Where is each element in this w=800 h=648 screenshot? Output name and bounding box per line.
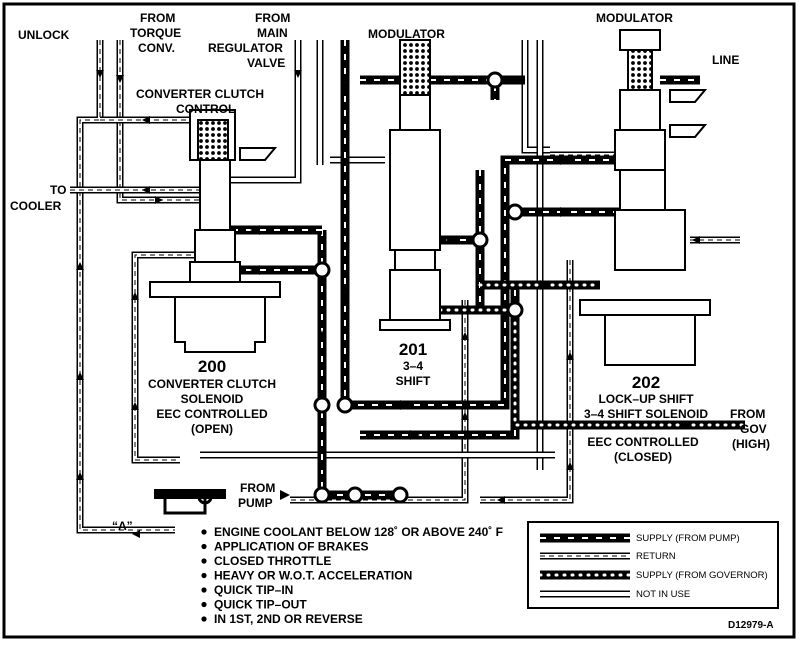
legend-label-2: SUPPLY (FROM GOVERNOR) [636,570,768,581]
condition-bullet [201,587,207,593]
label-ccc-2: CONTROL [176,102,235,116]
label-from-gov-3: (HIGH) [732,437,770,451]
label-from-main-4: VALVE [247,56,285,70]
label-unlock: UNLOCK [18,28,70,42]
conditions-list: ENGINE COOLANT BELOW 128˚ OR ABOVE 240˚ … [201,525,503,626]
legend: SUPPLY (FROM PUMP) RETURN SUPPLY (FROM G… [527,521,779,609]
condition-bullet [201,616,207,622]
label-from-main-3: REGULATOR [208,41,283,55]
text-labels: UNLOCK FROM TORQUE CONV. FROM MAIN REGUL… [10,11,774,631]
label-point-a: “A” [112,519,133,533]
caption-201: 201 3–4 SHIFT [396,340,431,388]
figure-id: D12979-A [728,620,774,631]
component-200-line3: EEC CONTROLLED [156,407,268,421]
component-202-line2: 3–4 SHIFT SOLENOID [584,407,708,421]
condition-bullet [201,601,207,608]
label-modulator-left: MODULATOR [368,27,445,41]
legend-label-1: RETURN [636,551,676,562]
label-ccc-1: CONVERTER CLUTCH [136,87,264,101]
component-200-line4: (OPEN) [191,422,233,436]
label-to-cooler-1: TO [50,183,66,197]
component-201-number: 201 [399,340,427,359]
legend-label-0: SUPPLY (FROM PUMP) [636,533,740,544]
component-201-line2: SHIFT [396,374,431,388]
condition-bullet [201,543,207,550]
component-200-line2: SOLENOID [181,392,244,406]
legend-label-3: NOT IN USE [636,589,690,600]
condition-bullet [201,529,207,535]
caption-200: 200 CONVERTER CLUTCH SOLENOID EEC CONTRO… [148,357,276,436]
valve-200 [149,109,281,353]
label-line: LINE [712,53,739,67]
label-from-pump-2: PUMP [238,496,273,510]
condition-item: CLOSED THROTTLE [214,554,331,568]
condition-item: ENGINE COOLANT BELOW 128˚ OR ABOVE 240˚ … [214,525,503,539]
component-201-line1: 3–4 [403,359,423,373]
label-from-torque-1: FROM [140,11,175,25]
label-from-gov-2: GOV [740,422,767,436]
condition-item: IN 1ST, 2ND OR REVERSE [214,612,363,626]
label-from-gov-1: FROM [730,407,765,421]
component-200-line1: CONVERTER CLUTCH [148,377,276,391]
valve-202 [579,29,711,366]
condition-bullet [201,558,207,564]
component-202-line3: EEC CONTROLLED [587,435,699,449]
condition-item: QUICK TIP–IN [214,583,293,597]
condition-item: HEAVY OR W.O.T. ACCELERATION [214,569,412,583]
valve-201 [379,39,451,331]
condition-item: QUICK TIP–OUT [214,598,307,612]
condition-bullet [201,572,207,579]
condition-item: APPLICATION OF BRAKES [214,540,368,554]
label-from-main-1: FROM [255,11,290,25]
flow-arrows [76,70,700,538]
label-to-cooler-2: COOLER [10,199,62,213]
label-from-torque-3: CONV. [138,41,175,55]
outer-frame [2,2,796,639]
label-from-main-2: MAIN [257,26,288,40]
label-from-pump-1: FROM [240,481,275,495]
label-from-torque-2: TORQUE [130,26,181,40]
component-202-number: 202 [632,373,660,392]
point-a-fitting [154,489,226,515]
component-200-number: 200 [198,357,226,376]
caption-202: 202 LOCK–UP SHIFT 3–4 SHIFT SOLENOID EEC… [584,373,708,464]
label-modulator-right: MODULATOR [596,11,673,25]
component-202-line1: LOCK–UP SHIFT [598,392,694,406]
return-lines [70,40,740,534]
component-202-line4: (CLOSED) [614,450,672,464]
